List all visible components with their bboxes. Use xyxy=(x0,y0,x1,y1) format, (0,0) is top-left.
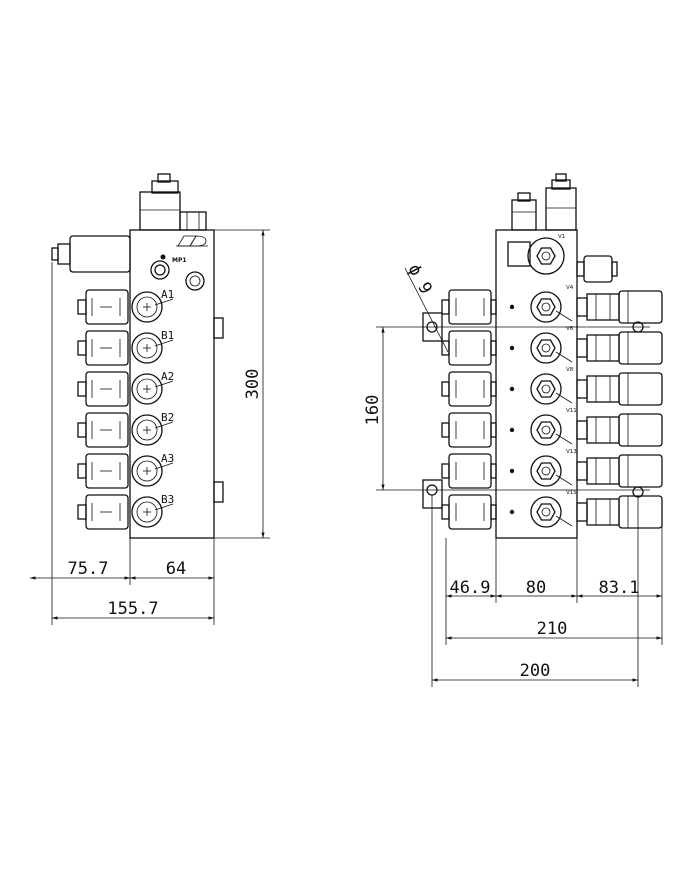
right-connector xyxy=(618,495,663,529)
dim-right-width-b-label: 200 xyxy=(520,661,551,681)
dim-left-height: 300 xyxy=(214,229,270,539)
cartridge-valve xyxy=(530,373,562,405)
right-valve-block xyxy=(495,229,578,539)
right-connector xyxy=(618,454,663,488)
dim-right-a-label: 46.9 xyxy=(450,578,491,598)
valve-label: V8 xyxy=(566,367,574,373)
right-coil xyxy=(586,375,620,403)
right-connector xyxy=(618,290,663,324)
dim-right-c-label: 83.1 xyxy=(599,578,640,598)
cartridge-valve xyxy=(530,332,562,364)
solenoid-coil xyxy=(448,412,492,448)
cartridge-valve xyxy=(530,414,562,446)
right-coil xyxy=(586,416,620,444)
right-row: V11 xyxy=(441,408,663,448)
left-top-solenoid xyxy=(139,173,207,231)
dim-left-widths: 75.7 64 155.7 xyxy=(30,262,215,625)
right-connector xyxy=(618,372,663,406)
left-side-lug-bottom xyxy=(213,481,224,503)
solenoid-coil xyxy=(448,371,492,407)
solenoid-coil xyxy=(448,330,492,366)
valve-label: V13 xyxy=(566,449,577,455)
dim-right-widths: 46.9 80 83.1 210 200 xyxy=(431,495,663,687)
port-circle xyxy=(131,414,163,446)
dim-hole-diameter-label: ϕ 9 xyxy=(404,261,436,298)
cartridge-valve xyxy=(530,291,562,323)
port-label: A1 xyxy=(161,288,174,301)
dim-hole-diameter: ϕ 9 xyxy=(404,261,449,353)
port-label: B1 xyxy=(161,329,174,342)
dim-right-height: 160 xyxy=(363,326,650,491)
right-row: V8 xyxy=(441,367,663,407)
right-connector xyxy=(618,413,663,447)
left-side-lug-top xyxy=(213,317,224,339)
port-circle xyxy=(131,496,163,528)
dim-right-height-label: 160 xyxy=(363,395,383,426)
measure-point-mp1: MP1 xyxy=(150,254,205,291)
port-label: A3 xyxy=(161,452,174,465)
cartridge-valve xyxy=(530,496,562,528)
dim-right-width-a-label: 210 xyxy=(537,619,568,639)
solenoid-coil xyxy=(448,453,492,489)
valve-label: V4 xyxy=(566,285,574,291)
right-top-solenoids xyxy=(511,173,577,231)
dim-left-b-label: 64 xyxy=(166,559,186,579)
right-row: V4 xyxy=(441,285,663,325)
valve-label: V15 xyxy=(566,490,577,496)
valve-label: V11 xyxy=(566,408,577,414)
right-coil xyxy=(586,457,620,485)
left-row: A3 xyxy=(77,452,174,489)
port-label: B2 xyxy=(161,411,174,424)
mp1-label: MP1 xyxy=(172,257,187,264)
left-side-solenoid xyxy=(51,235,131,273)
valve-label-v1: V1 xyxy=(558,234,565,240)
port-circle xyxy=(131,332,163,364)
port-circle xyxy=(131,291,163,323)
left-row: B1 xyxy=(77,329,174,366)
right-coil xyxy=(586,498,620,526)
left-row: A2 xyxy=(77,370,174,407)
solenoid-coil xyxy=(448,494,492,530)
dim-left-total-label: 155.7 xyxy=(107,599,158,619)
left-row: B2 xyxy=(77,411,174,448)
right-coil xyxy=(586,293,620,321)
right-row: V6 xyxy=(441,326,663,366)
valve-label: V6 xyxy=(566,326,574,332)
port-label: A2 xyxy=(161,370,174,383)
port-label: B3 xyxy=(161,493,174,506)
solenoid-coil xyxy=(448,289,492,325)
dim-right-b-label: 80 xyxy=(526,578,546,598)
brand-logo-mark xyxy=(176,235,208,247)
port-circle xyxy=(131,455,163,487)
right-coil xyxy=(586,334,620,362)
left-valve-block xyxy=(129,229,215,539)
dim-left-a-label: 75.7 xyxy=(68,559,109,579)
right-row: V13 xyxy=(441,449,663,489)
right-connector xyxy=(618,331,663,365)
right-row: V15 xyxy=(441,490,663,530)
left-row: B3 xyxy=(77,493,174,530)
left-row: A1 xyxy=(77,288,174,325)
port-circle xyxy=(131,373,163,405)
dim-left-height-label: 300 xyxy=(243,369,263,400)
right-valve-v1: V1 xyxy=(507,234,618,283)
cartridge-valve xyxy=(530,455,562,487)
